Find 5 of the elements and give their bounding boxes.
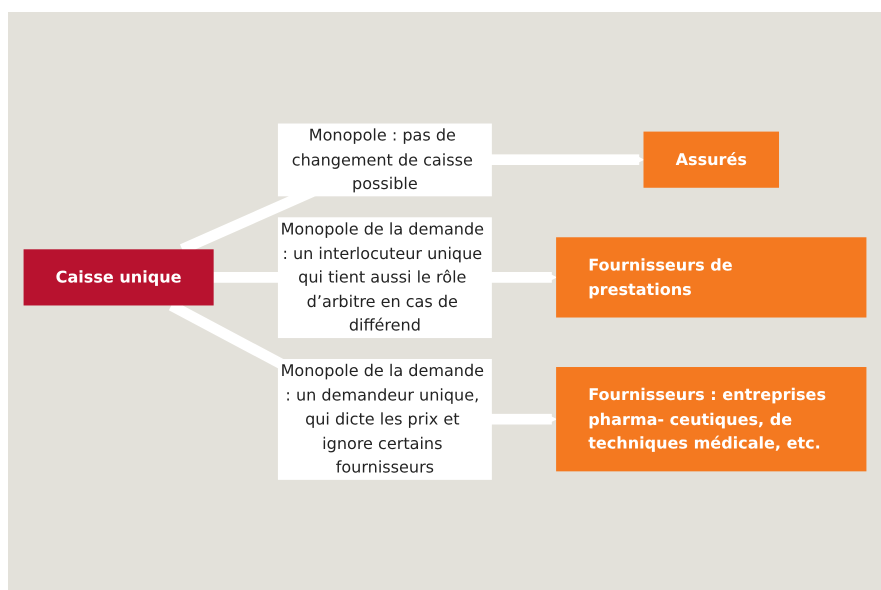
node-box (643, 131, 779, 188)
flowchart: Monopole : pas de changement de caisse possible Monopole de la demande : un interlocuteur unique qui tient aussi le rôle d’arbitre en cas de différend Monopole de la demande : un demandeur unique, qui dicte les prix et ignore certains fournisseurs Assurés Caisse unique Fournisseurs de prestations Fournisseurs : entreprises pharma- ceutiques, de techniques médicale, etc. (14, 114, 874, 488)
node-box (23, 248, 214, 306)
node-box (556, 366, 866, 471)
node-box (556, 236, 866, 318)
